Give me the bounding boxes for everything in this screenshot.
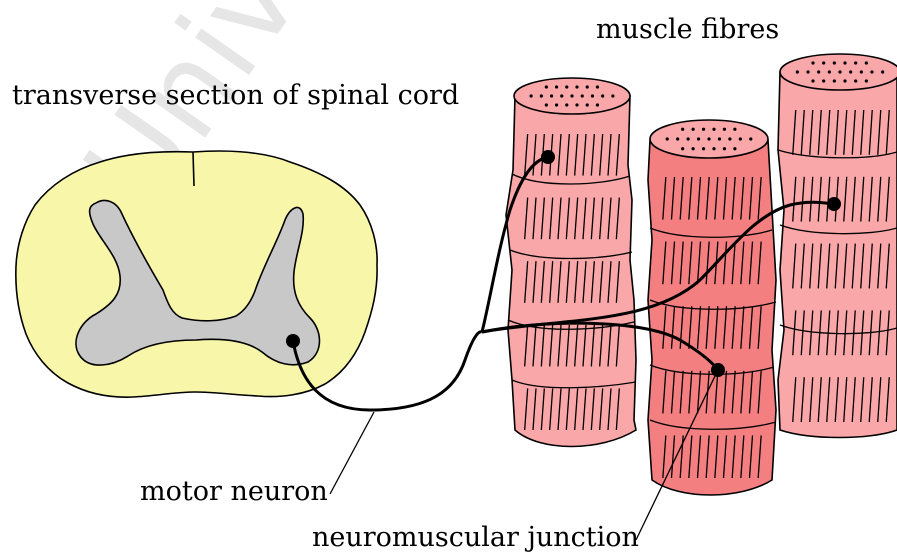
- fibre-end-dot: [843, 61, 846, 64]
- fibre-end-dot: [575, 103, 578, 106]
- fibre-end-dot: [581, 94, 584, 97]
- fibre-end-dot: [843, 79, 846, 82]
- muscle-fibre-middle: [648, 120, 776, 495]
- fibre-end-dot: [817, 70, 820, 73]
- fibre-end-dot: [575, 85, 578, 88]
- fibre-end-dot: [806, 70, 809, 73]
- fibre-end-dot: [718, 137, 721, 140]
- junction-dot-left: [541, 150, 555, 164]
- fibre-end-dot: [712, 147, 715, 150]
- fibre-end-dot: [870, 70, 873, 73]
- fibre-end-dot: [822, 79, 825, 82]
- fibre-end-dot: [586, 85, 589, 88]
- fibre-end-dot: [530, 94, 533, 97]
- fibre-end-dot: [702, 128, 705, 131]
- fibre-end-dot: [681, 147, 684, 150]
- fibre-end-dot: [733, 128, 736, 131]
- fibre-end-dot: [865, 79, 868, 82]
- fibre-end-dot: [733, 147, 736, 150]
- label-spinal-cord: transverse section of spinal cord: [12, 80, 459, 111]
- fibre-end-dot: [854, 61, 857, 64]
- fibre-end-dot: [565, 103, 568, 106]
- fibre-end-dot: [681, 128, 684, 131]
- fibre-end-dot: [596, 103, 599, 106]
- fibre-end-dot: [550, 94, 553, 97]
- fibre-end-dot: [796, 70, 799, 73]
- fibre-end-dot: [712, 128, 715, 131]
- spinal-cord-section: [16, 151, 377, 397]
- fibre-end-dot: [865, 61, 868, 64]
- fibre-end-dot: [555, 103, 558, 106]
- fibre-end-dot: [591, 94, 594, 97]
- fibre-end-dot: [728, 137, 731, 140]
- junction-dot-middle: [711, 363, 725, 377]
- label-neuromuscular-junction: neuromuscular junction: [312, 522, 639, 553]
- fibre-end-dot: [570, 94, 573, 97]
- fibre-end-dot: [692, 128, 695, 131]
- fibre-end-dot: [596, 85, 599, 88]
- white-matter: [16, 151, 377, 397]
- fibre-end-dot: [838, 70, 841, 73]
- fibre-end-dot: [540, 94, 543, 97]
- motor-neuron-leader: [330, 412, 374, 494]
- fibre-end-dot: [822, 61, 825, 64]
- fibre-end-dot: [545, 103, 548, 106]
- fibre-end-dot: [860, 70, 863, 73]
- fibre-end-dot: [687, 137, 690, 140]
- fibre-end-dot: [723, 128, 726, 131]
- cell-body-dot: [286, 334, 300, 348]
- fibre-end-dot: [707, 137, 710, 140]
- fibre-end-dot: [692, 147, 695, 150]
- fibre-end-dot: [749, 137, 752, 140]
- fibre-end-dot: [702, 147, 705, 150]
- fibre-end-dot: [560, 94, 563, 97]
- label-muscle-fibres: muscle fibres: [596, 14, 779, 45]
- fibre-end-dot: [611, 94, 614, 97]
- fibre-end-dot: [555, 85, 558, 88]
- fibre-end-dot: [586, 103, 589, 106]
- fibre-end-dot: [676, 137, 679, 140]
- muscle-fibre-left: [506, 78, 636, 447]
- fibre-end-dot: [739, 137, 742, 140]
- fibre-end-dot: [545, 85, 548, 88]
- fibre-end-dot: [811, 61, 814, 64]
- fibre-end-dot: [666, 137, 669, 140]
- junction-dot-right: [827, 197, 841, 211]
- posterior-median-sulcus: [193, 152, 194, 186]
- label-motor-neuron: motor neuron: [140, 476, 328, 507]
- fibre-end-dot: [697, 137, 700, 140]
- fibre-end-dot: [811, 79, 814, 82]
- fibre-end-dot: [854, 79, 857, 82]
- fibre-end-dot: [833, 61, 836, 64]
- fibre-end-dot: [565, 85, 568, 88]
- fibre-end-dot: [601, 94, 604, 97]
- fibre-end-dot: [828, 70, 831, 73]
- fibre-end-dot: [881, 70, 884, 73]
- fibre-end-dot: [723, 147, 726, 150]
- fibre-end-dot: [849, 70, 852, 73]
- fibre-end-dot: [833, 79, 836, 82]
